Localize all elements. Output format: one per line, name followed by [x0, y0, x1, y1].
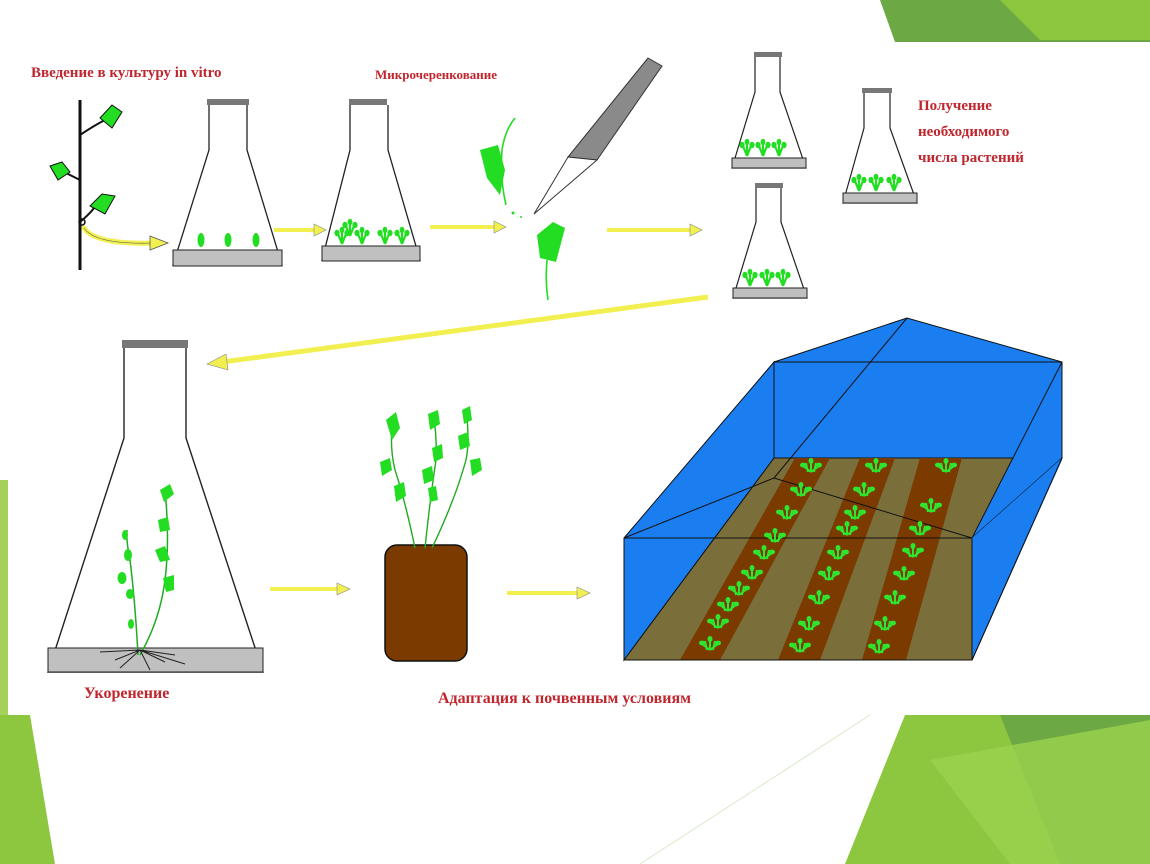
flask-multiplied-3: [732, 183, 808, 299]
arrow-to-flask-2: [274, 223, 327, 237]
label-obtain-line-2: необходимого: [918, 124, 1009, 140]
flask-explants: [172, 99, 283, 267]
arrow-to-microcutting: [430, 220, 507, 234]
transfer-arrow-1: [81, 225, 170, 251]
flask-rooting: [47, 340, 264, 673]
label-adaptation: Адаптация к почвенным условиям: [438, 690, 691, 707]
scalpel-icon: [533, 57, 663, 215]
arrow-to-rooting: [206, 294, 709, 371]
flask-multiplied-1: [731, 52, 807, 169]
label-rooting: Укоренение: [84, 685, 169, 702]
shoot-cutting-upper: [480, 117, 522, 218]
label-obtain-line-1: Получение: [918, 98, 992, 114]
flask-shoots: [321, 99, 421, 262]
potted-plant: [380, 406, 482, 662]
label-obtain-line-3: числа растений: [918, 150, 1024, 166]
mother-plant-stem: [49, 100, 123, 270]
arrow-to-greenhouse: [507, 586, 591, 600]
shoot-cutting-lower: [537, 222, 565, 301]
arrow-to-pot: [270, 582, 351, 596]
flask-multiplied-2: [842, 88, 918, 204]
arrow-to-flasks-group: [607, 223, 703, 237]
greenhouse: [623, 317, 1063, 662]
label-microcuttings: Микрочеренкование: [375, 67, 497, 82]
label-intro: Введение в культуру in vitro: [31, 65, 222, 81]
